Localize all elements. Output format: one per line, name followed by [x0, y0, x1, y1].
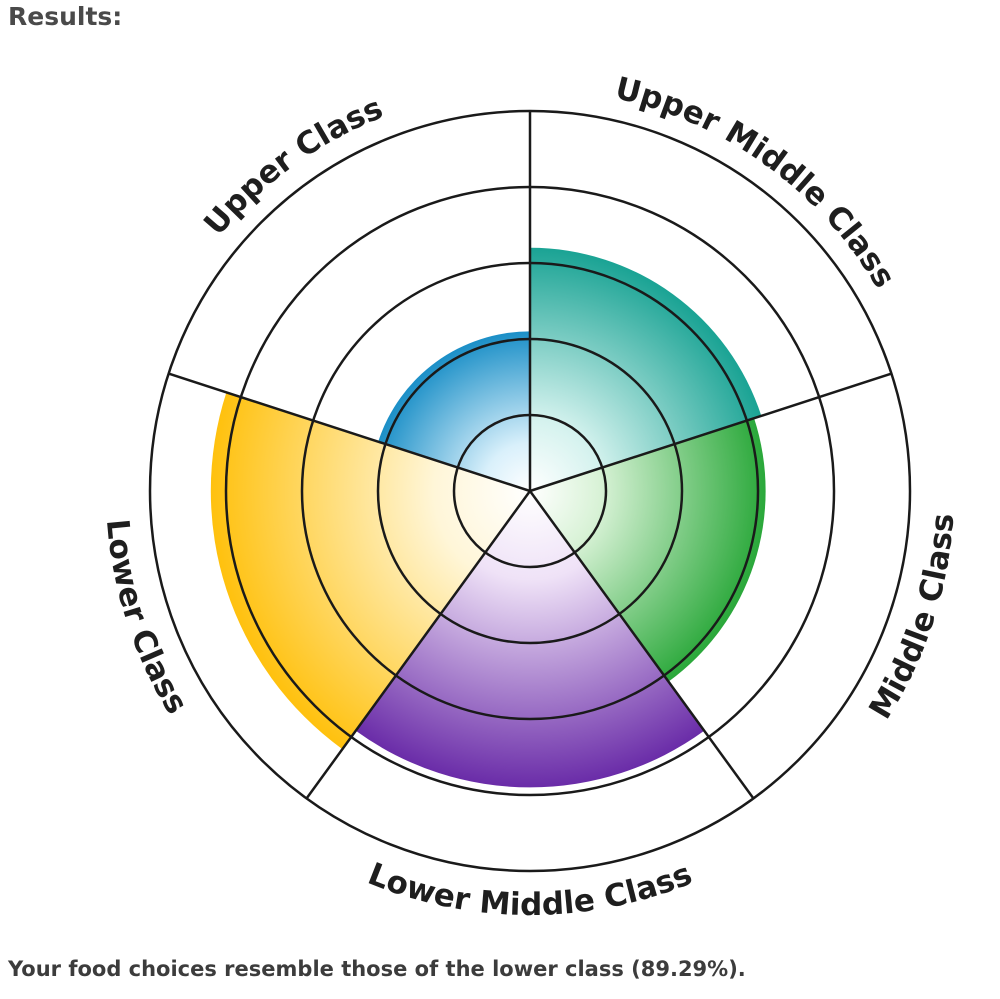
chart-sectors — [210, 247, 766, 788]
sector-lower-class — [210, 392, 530, 750]
sector-upper-middle-class — [530, 247, 762, 491]
sector-lower-middle-class — [355, 491, 705, 788]
label-upper-middle-class: Upper Middle Class — [612, 70, 902, 294]
sector-middle-class — [530, 418, 766, 682]
results-heading: Results: — [8, 2, 123, 31]
chart-grid — [148, 109, 912, 873]
label-middle-class: Middle Class — [862, 512, 961, 725]
sector-divider — [305, 490, 532, 800]
label-lower-class: Lower Class — [99, 518, 195, 721]
sector-divider — [528, 490, 755, 800]
label-lower-middle-class: Lower Middle Class — [363, 856, 697, 923]
sector-upper-class — [378, 331, 530, 491]
sector-divider — [168, 372, 531, 493]
sector-divider — [529, 372, 892, 493]
result-summary: Your food choices resemble those of the … — [8, 957, 746, 981]
label-upper-class: Upper Class — [197, 90, 388, 242]
